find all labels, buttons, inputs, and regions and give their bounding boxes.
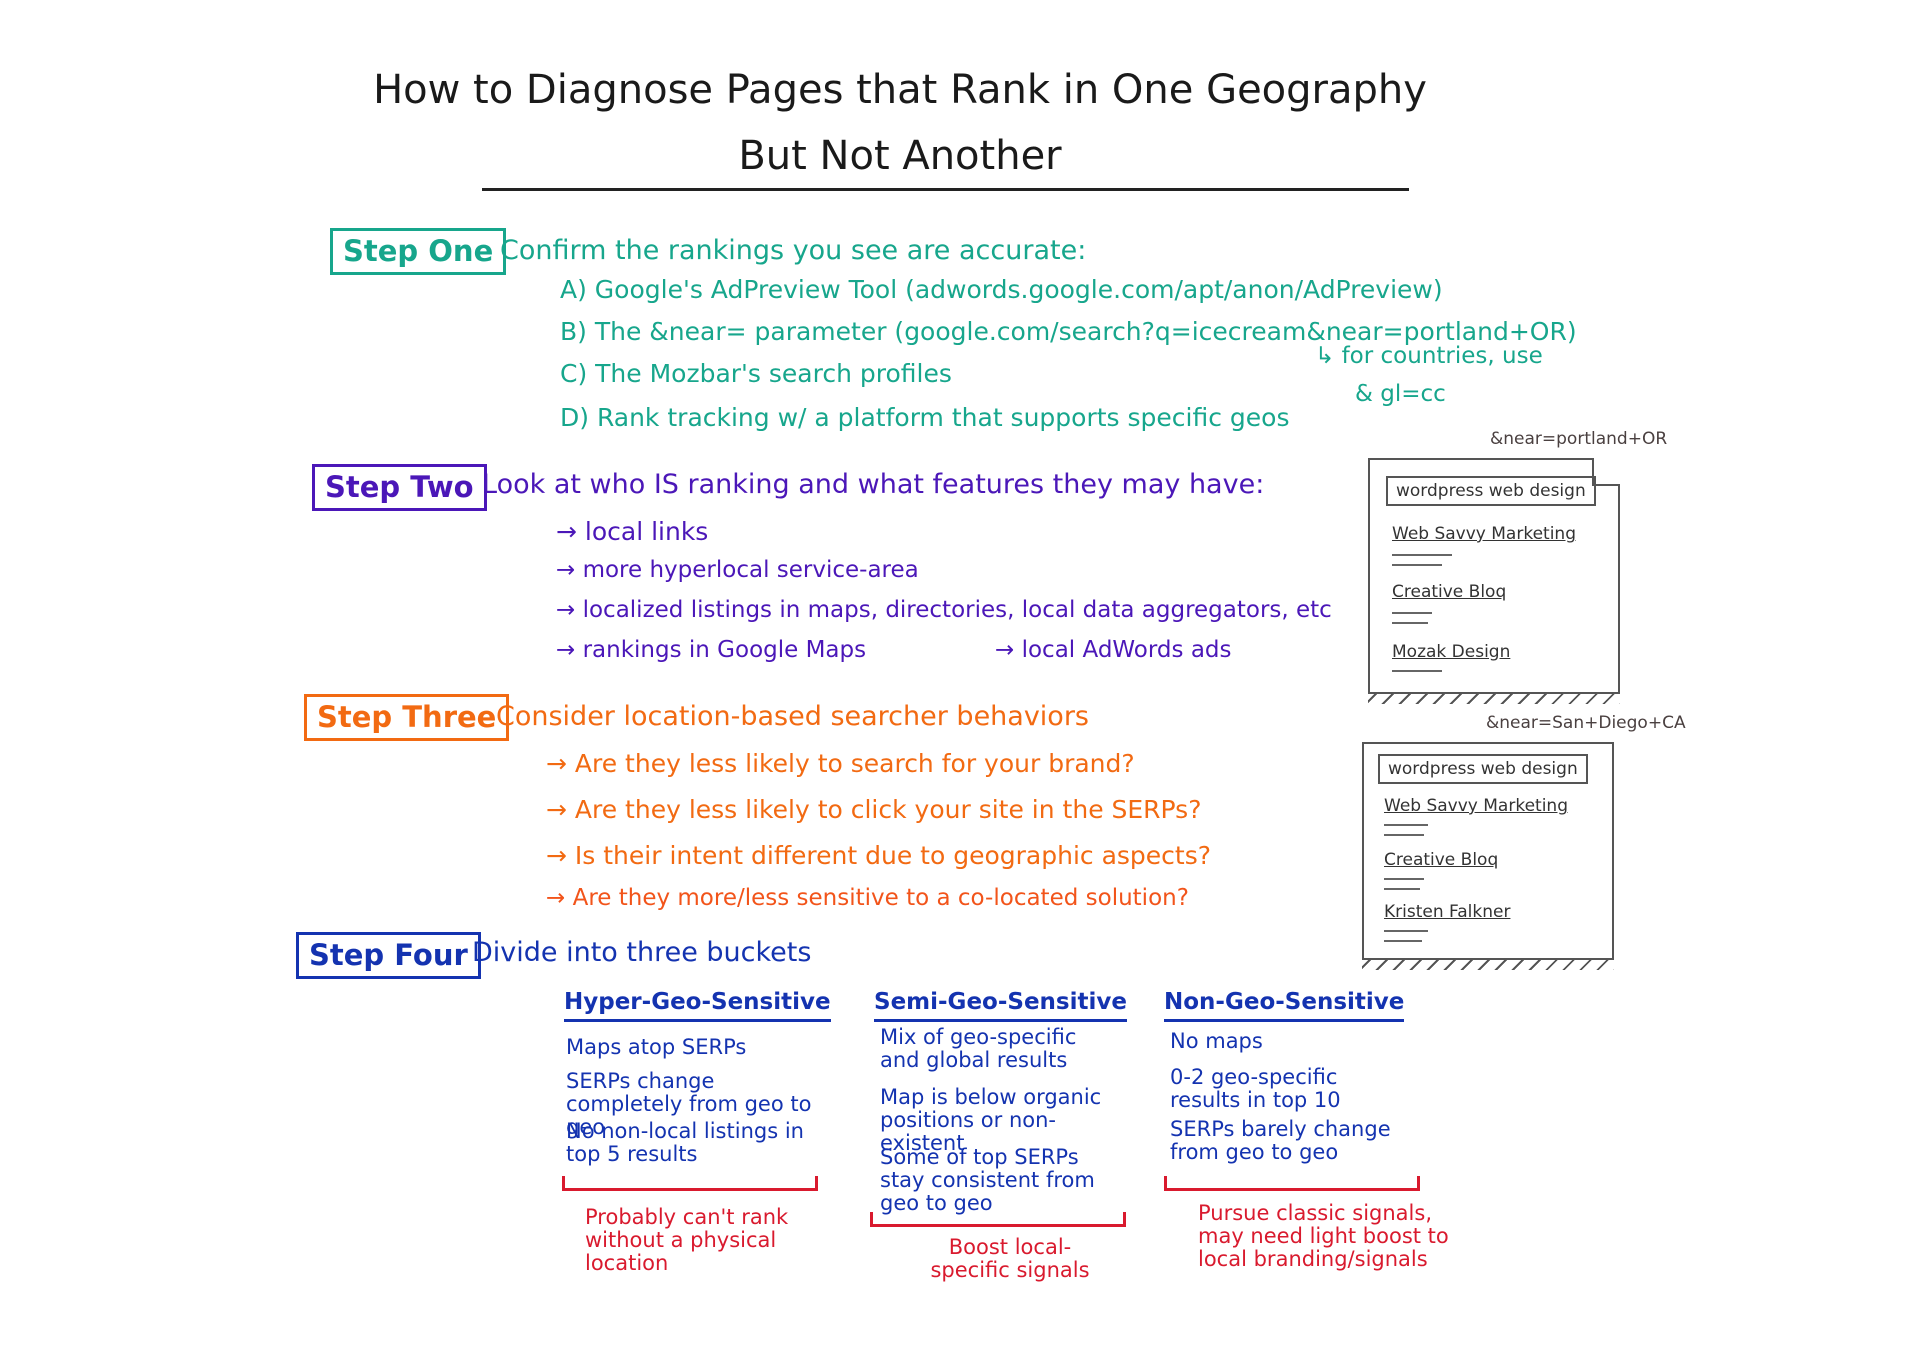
bucket-2-brace [870, 1212, 1126, 1227]
title-underline [482, 188, 1409, 191]
serp-2-snippet-line [1384, 824, 1428, 826]
step-three-item-4: → Are they more/less sensitive to a co-l… [546, 885, 1189, 911]
serp-2-sketch: wordpress web design Web Savvy Marketing… [1362, 742, 1614, 970]
step-four-label: Step Four [296, 932, 481, 979]
step-three-heading: Consider location-based searcher behavio… [496, 701, 1089, 732]
serp-1-result-1: Web Savvy Marketing [1392, 524, 1576, 544]
serp-2-snippet-line [1384, 888, 1420, 890]
step-two-item-3: → localized listings in maps, directorie… [556, 597, 1332, 623]
bucket-1-item-3: No non-local listings in top 5 results [566, 1119, 804, 1167]
step-three-label: Step Three [304, 694, 510, 741]
step-one-note-1: ↳ for countries, use [1315, 343, 1543, 369]
step-two-heading: Look at who IS ranking and what features… [482, 469, 1265, 500]
serp-1-torn-edge [1368, 692, 1620, 704]
serp-1-param: &near=portland+OR [1490, 429, 1668, 449]
step-one-note-2: & gl=cc [1355, 381, 1446, 407]
serp-2-result-3: Kristen Falkner [1384, 902, 1511, 922]
step-one-item-d: D) Rank tracking w/ a platform that supp… [560, 403, 1290, 432]
serp-1-snippet-line [1392, 612, 1432, 614]
serp-1-snippet-line [1392, 622, 1428, 624]
step-two-item-2: → more hyperlocal service-area [556, 557, 919, 583]
serp-1-fold [1592, 458, 1620, 486]
bucket-2-conclusion: Boost local-specific signals [930, 1235, 1090, 1283]
bucket-1-conclusion: Probably can't rank without a physical l… [585, 1205, 789, 1276]
bucket-3-brace [1164, 1176, 1420, 1191]
bucket-2-item-1: Mix of geo-specific and global results [880, 1025, 1077, 1073]
serp-1-result-3: Mozak Design [1392, 642, 1511, 662]
bucket-3-conclusion: Pursue classic signals, may need light b… [1198, 1201, 1449, 1272]
serp-2-result-2: Creative Bloq [1384, 850, 1499, 870]
serp-2-search-box: wordpress web design [1378, 754, 1588, 784]
serp-2-snippet-line [1384, 940, 1422, 942]
bucket-2-item-3: Some of top SERPs stay consistent from g… [880, 1145, 1095, 1216]
bucket-3-item-2: 0-2 geo-specific results in top 10 [1170, 1065, 1341, 1113]
step-three-item-1: → Are they less likely to search for you… [546, 749, 1135, 778]
bucket-3-item-3: SERPs barely change from geo to geo [1170, 1117, 1391, 1165]
step-one-item-c: C) The Mozbar's search profiles [560, 359, 952, 388]
serp-2-snippet-line [1384, 834, 1424, 836]
step-two-label: Step Two [312, 464, 487, 511]
step-one-item-b: B) The &near= parameter (google.com/sear… [560, 317, 1577, 346]
title-line-2: But Not Another [738, 133, 1062, 179]
serp-1-sketch: wordpress web design Web Savvy Marketing… [1368, 458, 1620, 704]
step-three-item-3: → Is their intent different due to geogr… [546, 841, 1212, 870]
bucket-3-head: Non-Geo-Sensitive [1164, 989, 1405, 1023]
serp-2-param: &near=San+Diego+CA [1486, 713, 1686, 733]
bucket-3-item-1: No maps [1170, 1029, 1263, 1053]
serp-2-snippet-line [1384, 878, 1424, 880]
serp-1-snippet-line [1392, 670, 1442, 672]
step-three-item-2: → Are they less likely to click your sit… [546, 795, 1202, 824]
serp-2-torn-edge [1362, 958, 1614, 970]
bucket-1-head: Hyper-Geo-Sensitive [564, 989, 831, 1023]
serp-1-search-box: wordpress web design [1386, 476, 1596, 506]
step-one-label: Step One [330, 228, 507, 275]
serp-1-result-2: Creative Bloq [1392, 582, 1507, 602]
serp-1-snippet-line [1392, 564, 1442, 566]
bucket-1-item-2: SERPs change completely from geo to geo [566, 1069, 812, 1140]
bucket-1-brace [562, 1176, 818, 1191]
step-two-item-4: → rankings in Google Maps [556, 637, 867, 663]
title-line-1: How to Diagnose Pages that Rank in One G… [373, 67, 1427, 113]
bucket-2-head: Semi-Geo-Sensitive [874, 989, 1127, 1023]
step-two-extra: → local AdWords ads [995, 637, 1232, 663]
serp-1-snippet-line [1392, 554, 1452, 556]
serp-2-result-1: Web Savvy Marketing [1384, 796, 1568, 816]
step-one-item-a: A) Google's AdPreview Tool (adwords.goog… [560, 275, 1443, 304]
step-four-heading: Divide into three buckets [472, 937, 812, 968]
step-one-heading: Confirm the rankings you see are accurat… [500, 235, 1087, 266]
bucket-1-item-1: Maps atop SERPs [566, 1035, 747, 1059]
step-two-item-1: → local links [556, 517, 709, 546]
serp-2-snippet-line [1384, 930, 1428, 932]
bucket-2-item-2: Map is below organic positions or non-ex… [880, 1085, 1102, 1156]
